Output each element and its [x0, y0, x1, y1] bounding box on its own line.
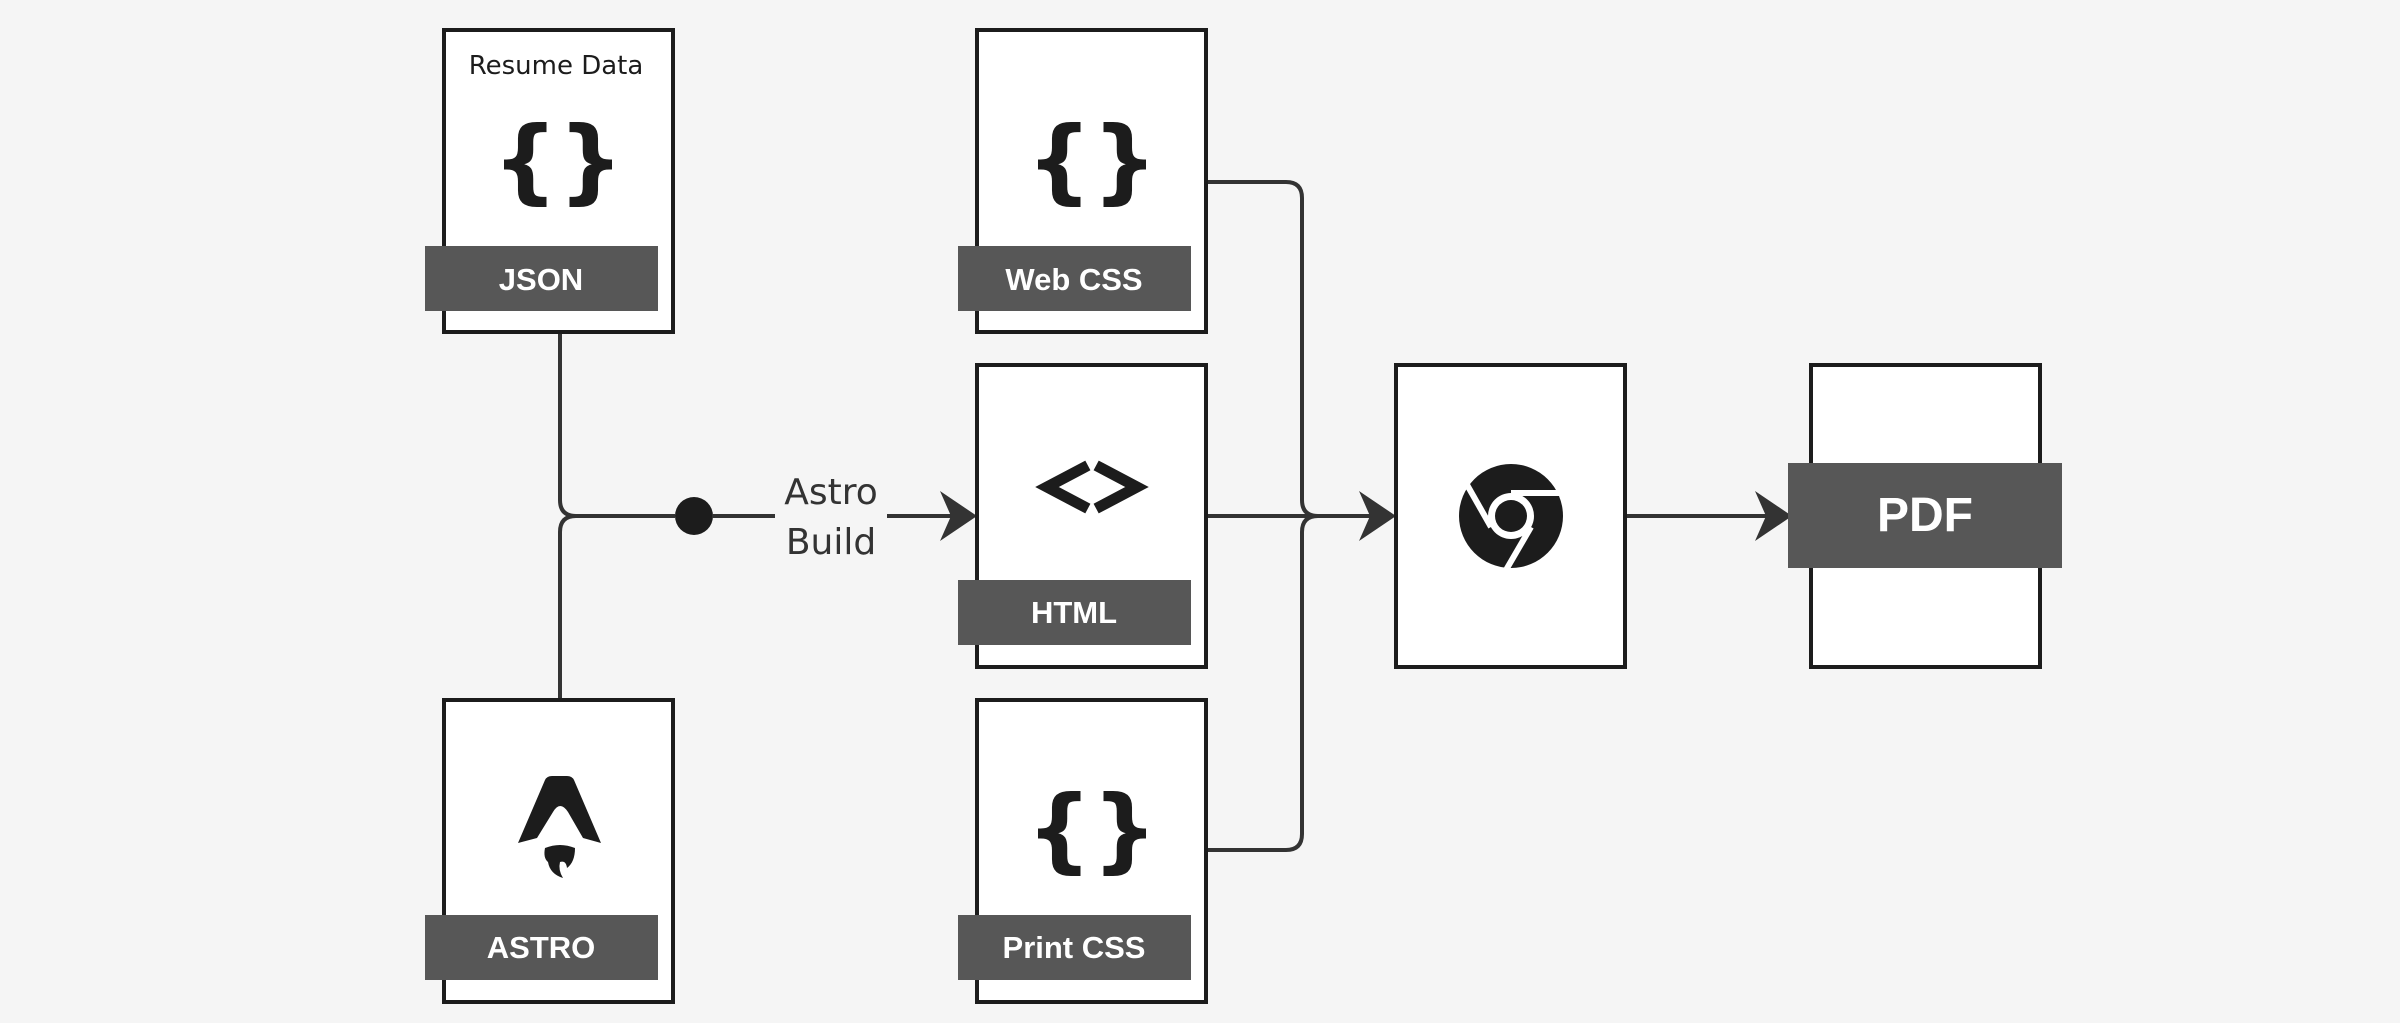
html-label: HTML: [1031, 595, 1117, 630]
astro-label-bar: [425, 915, 658, 980]
json-caption: Resume Data: [469, 51, 644, 81]
astro-label: ASTRO: [487, 930, 596, 965]
print-css-label: Print CSS: [1003, 930, 1146, 965]
web-css-label: Web CSS: [1005, 262, 1142, 297]
pdf-label: PDF: [1877, 489, 1973, 542]
web-css-label-bar: [958, 246, 1191, 311]
curly-braces-icon: {}: [1027, 776, 1158, 883]
web-css-node: {} Web CSS: [958, 28, 1208, 334]
build-label-line2: Build: [786, 522, 876, 563]
pdf-label-bar: [1788, 463, 2062, 568]
astro-connector: [558, 514, 577, 700]
json-connector: [558, 332, 675, 518]
build-label-line1: Astro: [784, 472, 878, 513]
json-node: Resume Data {} JSON: [425, 28, 675, 334]
chrome-logo-icon: [1459, 464, 1563, 572]
chrome-arrowhead: [1359, 491, 1396, 541]
html-node: HTML: [958, 363, 1208, 669]
pdf-arrowhead: [1755, 491, 1792, 541]
web-css-connector: [1207, 180, 1319, 518]
curly-braces-icon: {}: [493, 107, 624, 214]
print-css-node: {} Print CSS: [958, 698, 1208, 1004]
merge-node: [675, 497, 713, 535]
print-css-label-bar: [958, 915, 1191, 980]
print-css-connector: [1207, 514, 1319, 852]
json-label-bar: [425, 246, 658, 311]
json-label: JSON: [499, 262, 583, 297]
curly-braces-icon: {}: [1027, 107, 1158, 214]
html-label-bar: [958, 580, 1191, 645]
angle-brackets-icon: [1035, 460, 1149, 514]
chrome-node: [1394, 363, 1627, 669]
pdf-node: PDF: [1788, 363, 2062, 669]
html-arrowhead: [940, 491, 977, 541]
astro-logo-icon: [518, 776, 601, 878]
astro-node: ASTRO: [425, 698, 675, 1004]
connectors: [558, 180, 1792, 852]
